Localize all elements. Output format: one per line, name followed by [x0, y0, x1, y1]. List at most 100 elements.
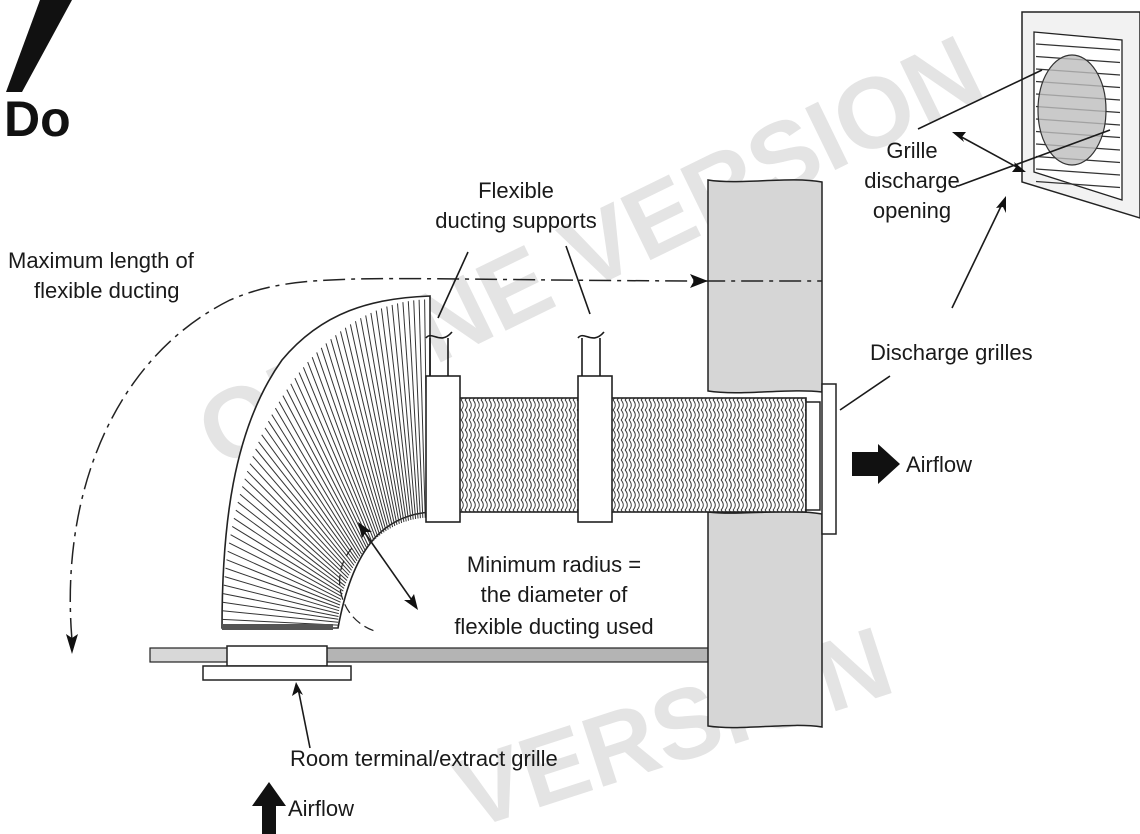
duct-rib — [355, 321, 398, 525]
duct-rib — [302, 367, 375, 541]
arrow-up-icon — [252, 782, 286, 834]
duct-rib — [298, 372, 373, 543]
duct-rib — [231, 525, 343, 595]
supports-leader-1 — [437, 251, 469, 319]
duct-end-spigot — [805, 401, 821, 511]
duct-rib — [294, 377, 371, 545]
supports-label-line2: ducting supports — [435, 208, 596, 233]
grille-opening-label-line1: Grille — [886, 138, 937, 163]
room-terminal-leader — [297, 687, 311, 749]
duct-rib — [252, 455, 352, 571]
duct-rib — [255, 448, 354, 569]
duct-rib — [223, 593, 339, 617]
flexible-duct-straight — [427, 397, 807, 513]
supports-label-line1: Flexible — [478, 178, 554, 203]
wall-lower — [707, 510, 823, 729]
duct-rib — [246, 470, 350, 576]
duct-rib — [244, 478, 349, 579]
duct-rib — [380, 308, 409, 521]
duct-support-2 — [577, 331, 613, 523]
duct-rib — [239, 493, 347, 584]
duct-rib — [267, 420, 359, 559]
duct-rib — [307, 361, 377, 539]
duct-rib — [325, 343, 385, 533]
duct-rib — [402, 302, 419, 519]
duct-rib — [222, 610, 339, 623]
page-title: Do — [4, 91, 71, 147]
wall-upper — [707, 179, 823, 394]
airflow-right-label: Airflow — [906, 452, 972, 477]
duct-rib — [340, 331, 391, 529]
duct-rib — [282, 395, 366, 551]
min-radius-label-line1: Minimum radius = — [467, 552, 641, 577]
airflow-up-label: Airflow — [288, 796, 354, 821]
discharge-grille-plate — [821, 383, 837, 535]
duct-rib — [330, 339, 387, 532]
flexible-duct-bend — [221, 295, 431, 629]
duct-rib — [223, 584, 339, 615]
duct-rib — [375, 310, 407, 522]
grille-louvre — [1035, 180, 1121, 189]
slash-mark-icon — [6, 0, 72, 92]
duct-rib — [391, 304, 414, 520]
duct-support-1 — [425, 331, 461, 523]
duct-rib — [290, 383, 369, 547]
duct-rib — [335, 335, 389, 530]
duct-rib — [418, 299, 426, 518]
radius-dashed-arc — [339, 547, 379, 633]
duct-rib — [222, 601, 339, 620]
grille-opening-leader-3-head — [996, 196, 1006, 213]
discharge-grilles-leader — [839, 375, 891, 411]
max-length-label-line2: flexible ducting — [34, 278, 180, 303]
max-length-dashed-line — [69, 277, 822, 641]
wall-grille-icon — [1021, 11, 1140, 219]
duct-rib — [344, 327, 394, 528]
grille-louvre — [1035, 43, 1121, 51]
room-terminal-collar — [226, 645, 328, 667]
duct-rib — [397, 303, 417, 520]
grille-opening-leader-1 — [917, 69, 1043, 130]
duct-rib — [286, 389, 368, 549]
grille-opening-head-1 — [952, 132, 966, 142]
grille-opening-leader-3 — [951, 199, 1005, 309]
radius-arrowhead-1 — [358, 522, 372, 538]
floor-slab-left — [149, 647, 229, 663]
duct-rib — [226, 559, 341, 606]
discharge-grilles-label: Discharge grilles — [870, 340, 1033, 365]
min-radius-label-line2: the diameter of — [481, 582, 629, 607]
duct-rib — [320, 347, 383, 535]
duct-rib — [249, 463, 351, 574]
room-terminal-leader-head — [292, 682, 303, 696]
floor-slab-right — [325, 647, 711, 663]
duct-rib — [370, 312, 405, 523]
watermark-text-2: VERSION — [442, 605, 905, 834]
duct-rib — [227, 550, 341, 603]
duct-rib — [274, 407, 363, 555]
max-length-arrowhead-down — [66, 634, 78, 654]
duct-rib — [228, 542, 342, 600]
grille-opening-head-2 — [1012, 162, 1026, 172]
room-terminal-grille — [202, 665, 352, 681]
duct-rib — [241, 486, 348, 581]
supports-leader-2 — [565, 245, 591, 315]
radius-arrow-line — [359, 525, 417, 607]
max-length-label-line1: Maximum length of — [8, 248, 195, 273]
radius-arrowhead-2 — [404, 594, 418, 610]
duct-rib — [264, 427, 358, 562]
grille-opening-label-line2: discharge — [864, 168, 959, 193]
duct-rib — [316, 352, 381, 536]
max-length-arrowhead-right — [690, 274, 708, 288]
room-terminal-label: Room terminal/extract grille — [290, 746, 558, 771]
duct-rib — [233, 517, 344, 592]
duct-rib — [261, 434, 357, 564]
grille-opening-leader-2 — [957, 129, 1111, 187]
duct-rib — [365, 315, 403, 524]
duct-rib — [278, 401, 364, 553]
duct-rib — [237, 501, 346, 587]
arrow-right-icon — [852, 444, 900, 484]
duct-rib — [407, 301, 421, 519]
duct-rib — [235, 509, 345, 589]
duct-rib — [224, 576, 340, 612]
grille-opening-label-line3: opening — [873, 198, 951, 223]
